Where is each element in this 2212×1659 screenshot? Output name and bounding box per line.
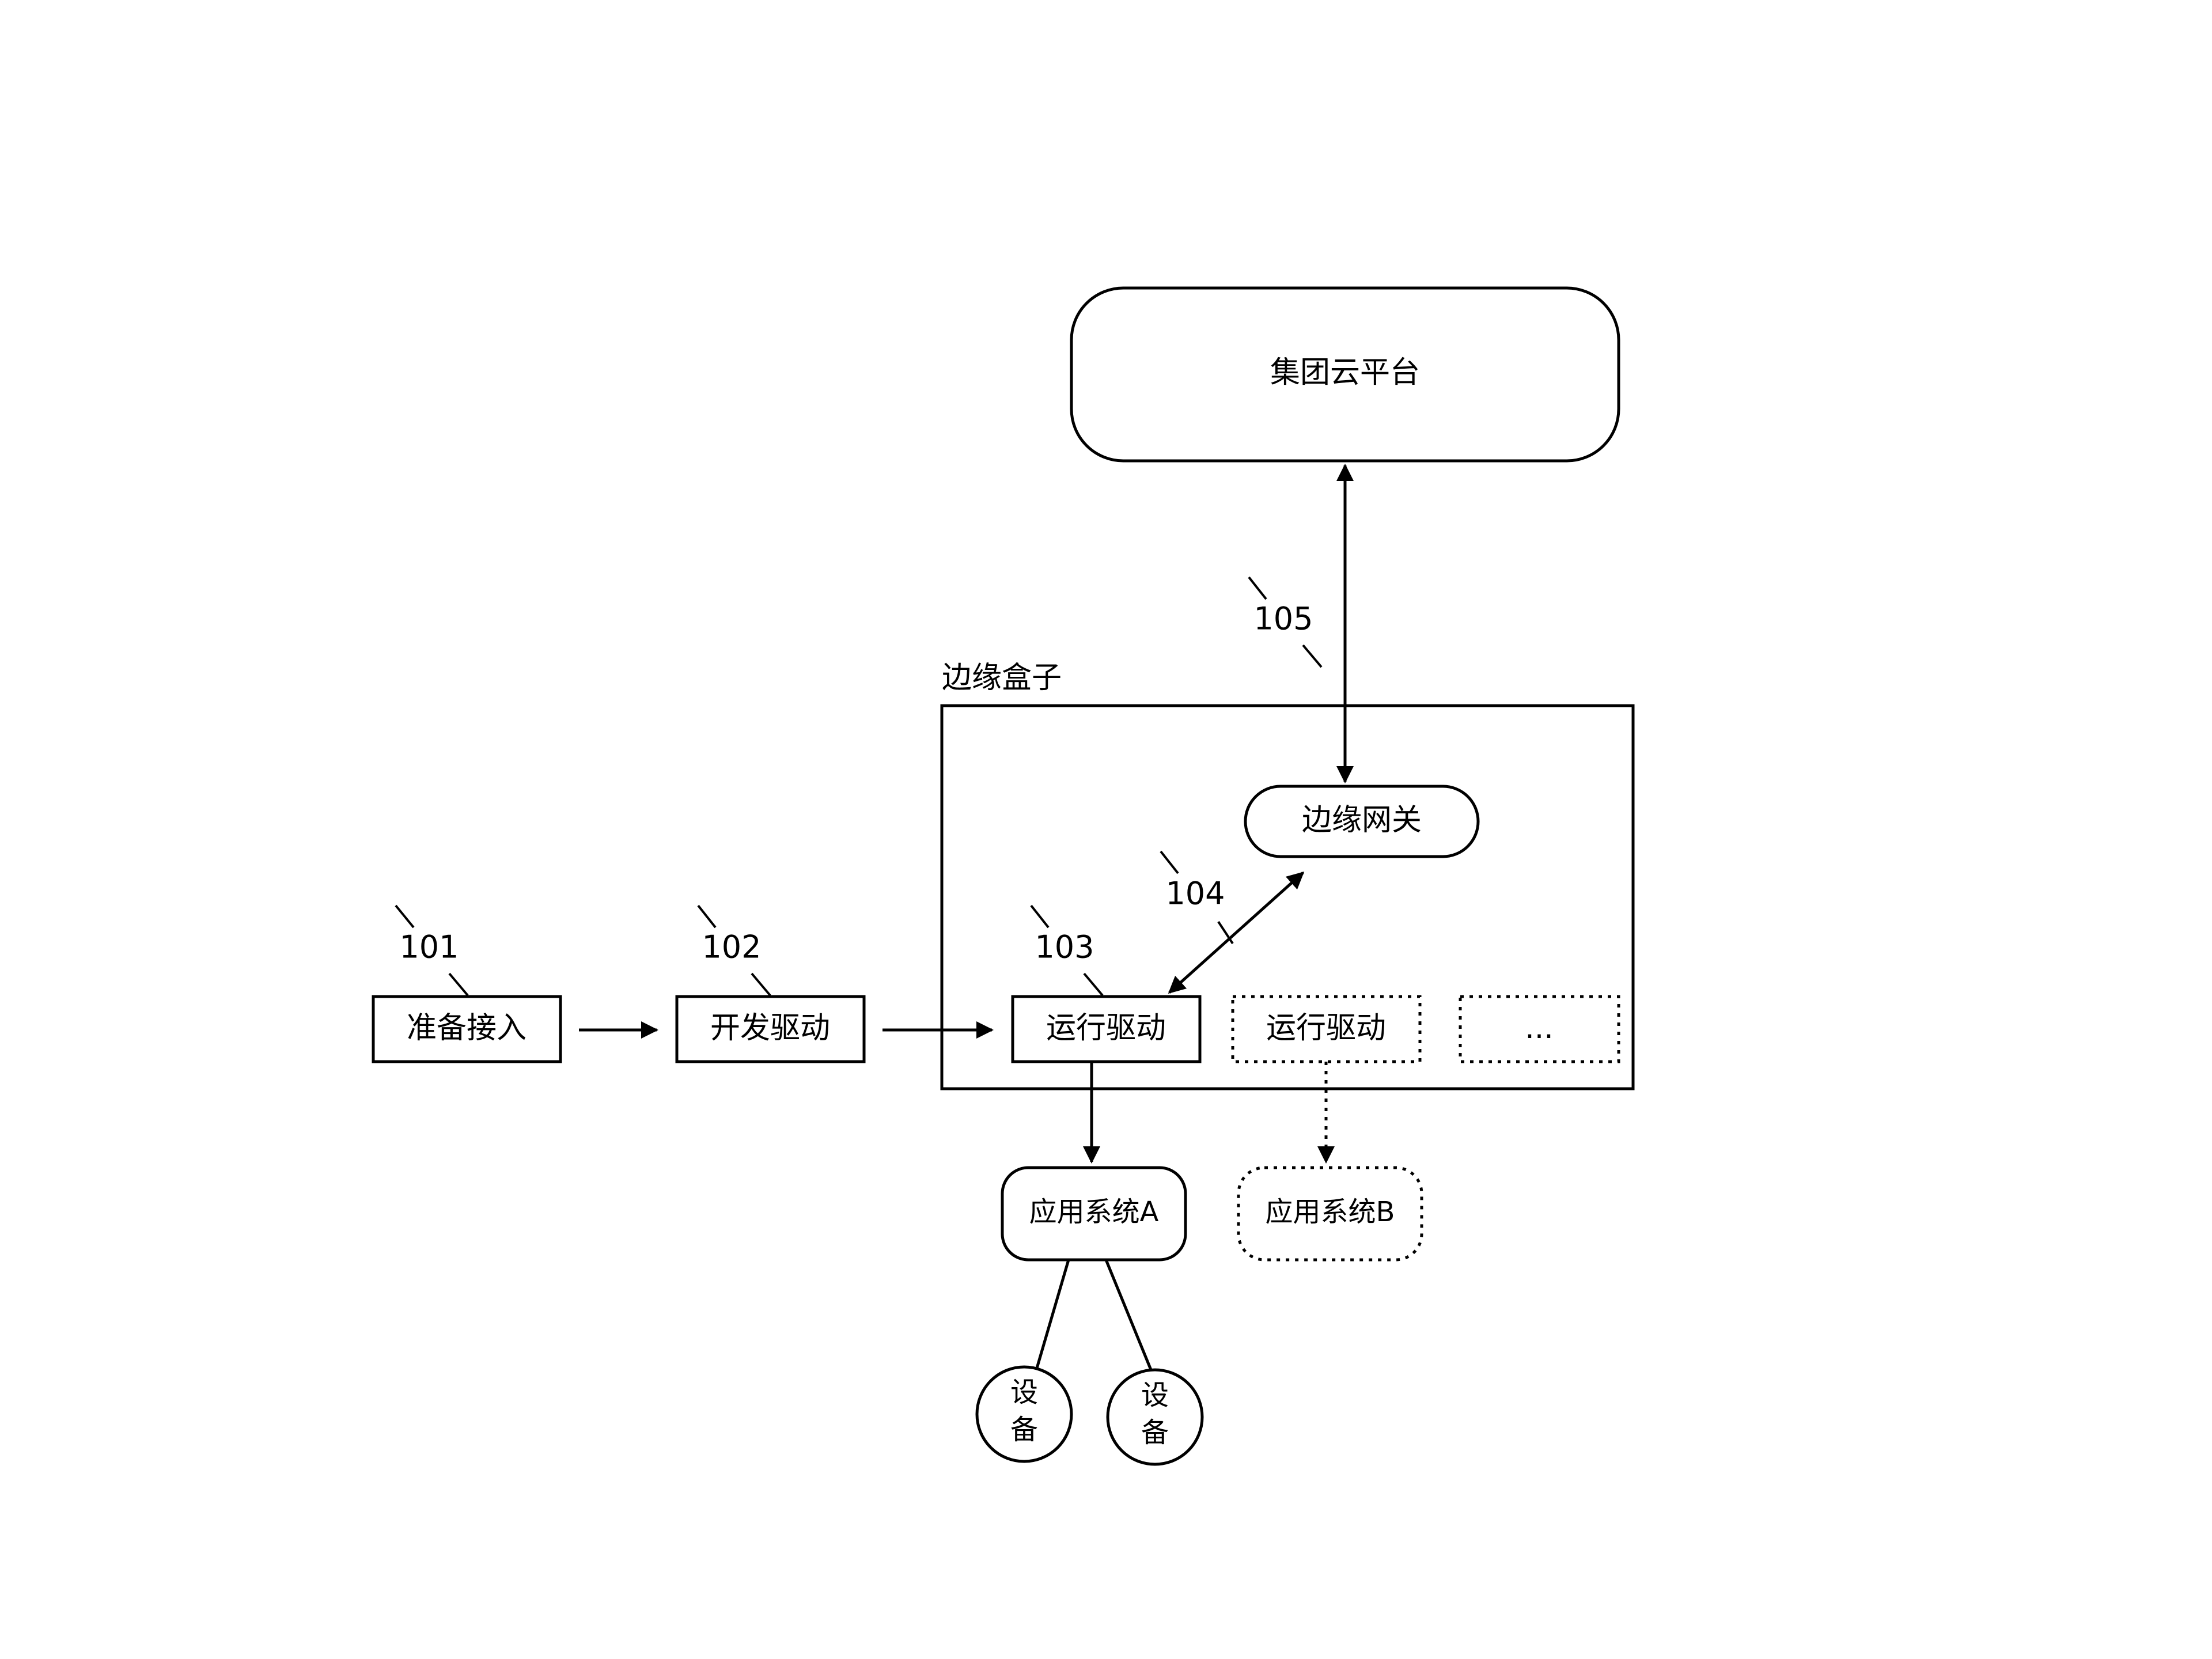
ref-101-label: 101 (399, 929, 459, 965)
extra-run-driver-label: 运行驱动 (1266, 1011, 1386, 1046)
more-drivers-label: ... (1525, 1011, 1554, 1046)
cloud-platform-label: 集团云平台 (1270, 355, 1420, 390)
app-system-b[interactable]: 应用系统B (1237, 1166, 1423, 1262)
ref-102: 102 (697, 904, 771, 997)
line-app-a-device-1 (1035, 1259, 1070, 1369)
device-label-line2: 备 (1010, 1414, 1038, 1446)
step-prepare-access[interactable]: 准备接入 (372, 995, 562, 1063)
app-system-b-label: 应用系统B (1266, 1196, 1395, 1228)
app-system-a-label: 应用系统A (1029, 1196, 1159, 1228)
ref-102-label: 102 (702, 929, 761, 965)
step-develop-driver-label: 开发驱动 (710, 1011, 830, 1046)
edge-box-title: 边缘盒子 (942, 661, 1062, 695)
app-system-a[interactable]: 应用系统A (1001, 1166, 1187, 1262)
ref-103: 103 (1030, 904, 1104, 997)
edge-gateway-node[interactable]: 边缘网关 (1244, 785, 1480, 858)
step-run-driver-label: 运行驱动 (1046, 1011, 1166, 1046)
line-app-a-device-2 (1104, 1259, 1153, 1370)
ref-105: 105 (1248, 576, 1323, 668)
extra-run-driver[interactable]: 运行驱动 (1231, 995, 1422, 1063)
edge-box-container (940, 704, 1635, 1090)
cloud-platform-node[interactable]: 集团云平台 (1070, 286, 1620, 463)
device-label-line2: 备 (1141, 1416, 1169, 1449)
arrow-gateway-run-driver (1168, 871, 1305, 994)
step-develop-driver[interactable]: 开发驱动 (675, 995, 866, 1063)
device-node[interactable]: 设 备 (975, 1365, 1073, 1463)
device-node[interactable]: 设 备 (1106, 1368, 1204, 1466)
ref-104-label: 104 (1165, 876, 1225, 912)
edge-gateway-label: 边缘网关 (1302, 803, 1422, 838)
ref-104: 104 (1160, 850, 1234, 945)
device-label-line1: 设 (1141, 1379, 1169, 1411)
ref-101: 101 (395, 904, 469, 997)
step-run-driver[interactable]: 运行驱动 (1011, 995, 1202, 1063)
more-drivers-box[interactable]: ... (1459, 995, 1620, 1063)
ref-103-label: 103 (1035, 929, 1094, 965)
ref-105-label: 105 (1253, 601, 1313, 637)
step-prepare-access-label: 准备接入 (407, 1011, 527, 1046)
device-label-line1: 设 (1010, 1376, 1038, 1408)
